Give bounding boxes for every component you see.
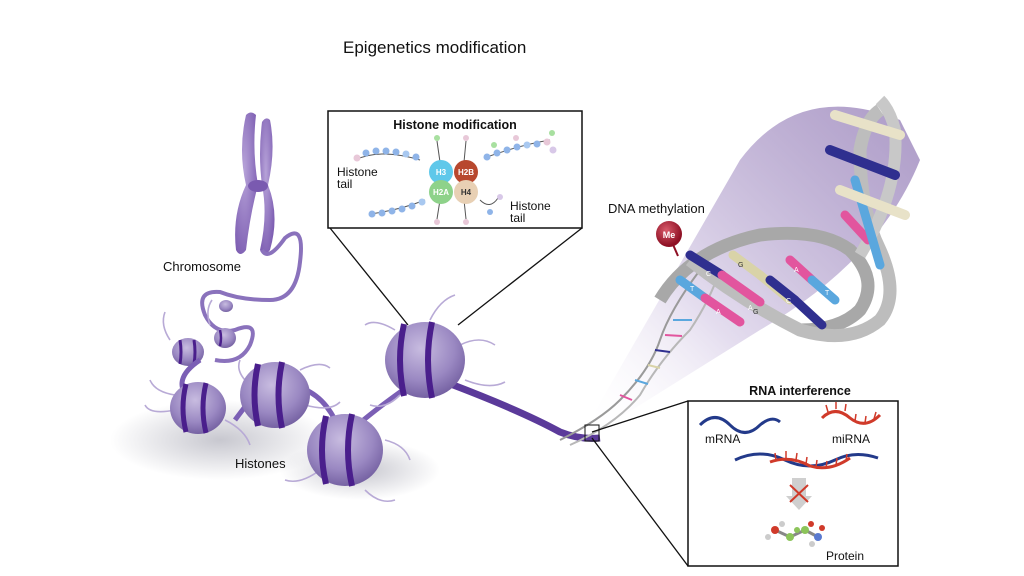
mrna-strand bbox=[698, 416, 781, 434]
methyl-group-icon: Me bbox=[656, 221, 682, 257]
histone-core-label: H3 bbox=[436, 168, 447, 177]
base-letter: G bbox=[753, 309, 758, 316]
histone-tails bbox=[144, 294, 506, 503]
callout-line bbox=[329, 227, 409, 326]
base-letter: A bbox=[716, 309, 721, 316]
histone-tail-label: Histone bbox=[510, 199, 551, 213]
linker-dna bbox=[438, 376, 601, 442]
mirna-duplex bbox=[769, 451, 851, 470]
page-title: Epigenetics modification bbox=[343, 38, 527, 57]
base-letter: G bbox=[738, 262, 743, 269]
histone-tail-label: tail bbox=[337, 177, 352, 191]
histone-modification-panel: Histone modification bbox=[327, 110, 583, 229]
base-letter: A bbox=[748, 305, 753, 312]
nucleosome bbox=[240, 361, 310, 429]
small-nucleosome bbox=[214, 328, 236, 348]
small-nucleosome bbox=[219, 300, 233, 312]
blocked-arrow-icon bbox=[786, 478, 812, 510]
base-letter: T bbox=[825, 290, 830, 297]
histone-tail-label: Histone bbox=[337, 165, 378, 179]
chromosome-illustration bbox=[235, 112, 275, 255]
histone-core-h3 bbox=[429, 160, 453, 184]
histone-core-label: H2B bbox=[458, 168, 474, 177]
callout-line bbox=[591, 400, 689, 433]
histone-core-h2a bbox=[429, 180, 453, 204]
nucleosome-highlighted bbox=[385, 321, 465, 399]
callout-marker bbox=[584, 424, 600, 442]
methyl-badge-label: Me bbox=[663, 230, 676, 240]
label-mrna: mRNA bbox=[705, 432, 740, 446]
base-letter: C bbox=[786, 298, 791, 305]
base-letter: T bbox=[690, 286, 695, 293]
histone-core-h4 bbox=[454, 180, 478, 204]
label-histones: Histones bbox=[235, 456, 286, 471]
dna-helix: C G T A G C A T A bbox=[559, 95, 910, 446]
rna-panel-title: RNA interference bbox=[749, 384, 851, 398]
nucleosome bbox=[307, 413, 383, 487]
label-chromosome: Chromosome bbox=[163, 259, 241, 274]
histone-tail-beads bbox=[353, 130, 557, 225]
histone-core-h2b bbox=[454, 160, 478, 184]
base-letter: C bbox=[706, 271, 711, 278]
chromatin-fiber bbox=[200, 231, 303, 363]
mirna-strand bbox=[820, 402, 882, 425]
callout-line bbox=[591, 437, 689, 567]
histone-tail-label: tail bbox=[510, 211, 525, 225]
histone-core-label: H4 bbox=[461, 188, 472, 197]
protein-molecule-icon bbox=[765, 521, 825, 547]
label-dna-methylation: DNA methylation bbox=[608, 201, 705, 216]
base-letter: A bbox=[794, 267, 799, 274]
label-protein: Protein bbox=[826, 549, 864, 563]
label-mirna: miRNA bbox=[832, 432, 870, 446]
nucleosome bbox=[170, 382, 226, 434]
small-nucleosome bbox=[172, 338, 204, 366]
histone-core-label: H2A bbox=[433, 188, 449, 197]
rna-interference-panel: RNA interference mRNA miRNA bbox=[687, 384, 899, 567]
callout-line bbox=[457, 227, 583, 326]
histone-panel-title: Histone modification bbox=[393, 118, 517, 132]
